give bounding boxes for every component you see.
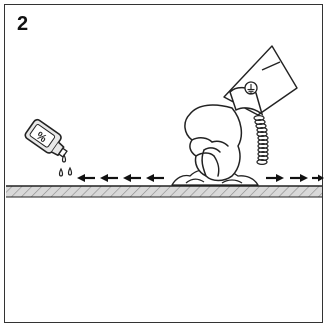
step-number: 2 (17, 13, 29, 35)
arrow-left-icon (77, 174, 95, 182)
drop-2 (58, 167, 64, 177)
arrow-right-icon (312, 174, 324, 182)
arrow-right-icon (266, 174, 284, 182)
wipe-arrows-right (266, 174, 324, 182)
arrow-right-icon (290, 174, 308, 182)
drop-3 (67, 166, 73, 176)
wipe-arrows-left (77, 174, 164, 182)
arrow-left-icon (146, 174, 164, 182)
arrow-left-icon (123, 174, 141, 182)
drop-1 (61, 153, 67, 163)
hand (184, 104, 243, 182)
solvent-bottle-icon: % (24, 118, 68, 158)
wrist-strap (229, 81, 264, 116)
coiled-ground-cord (253, 114, 269, 166)
solvent-drops (58, 153, 73, 177)
work-surface (6, 186, 322, 197)
arrow-left-icon (100, 174, 118, 182)
